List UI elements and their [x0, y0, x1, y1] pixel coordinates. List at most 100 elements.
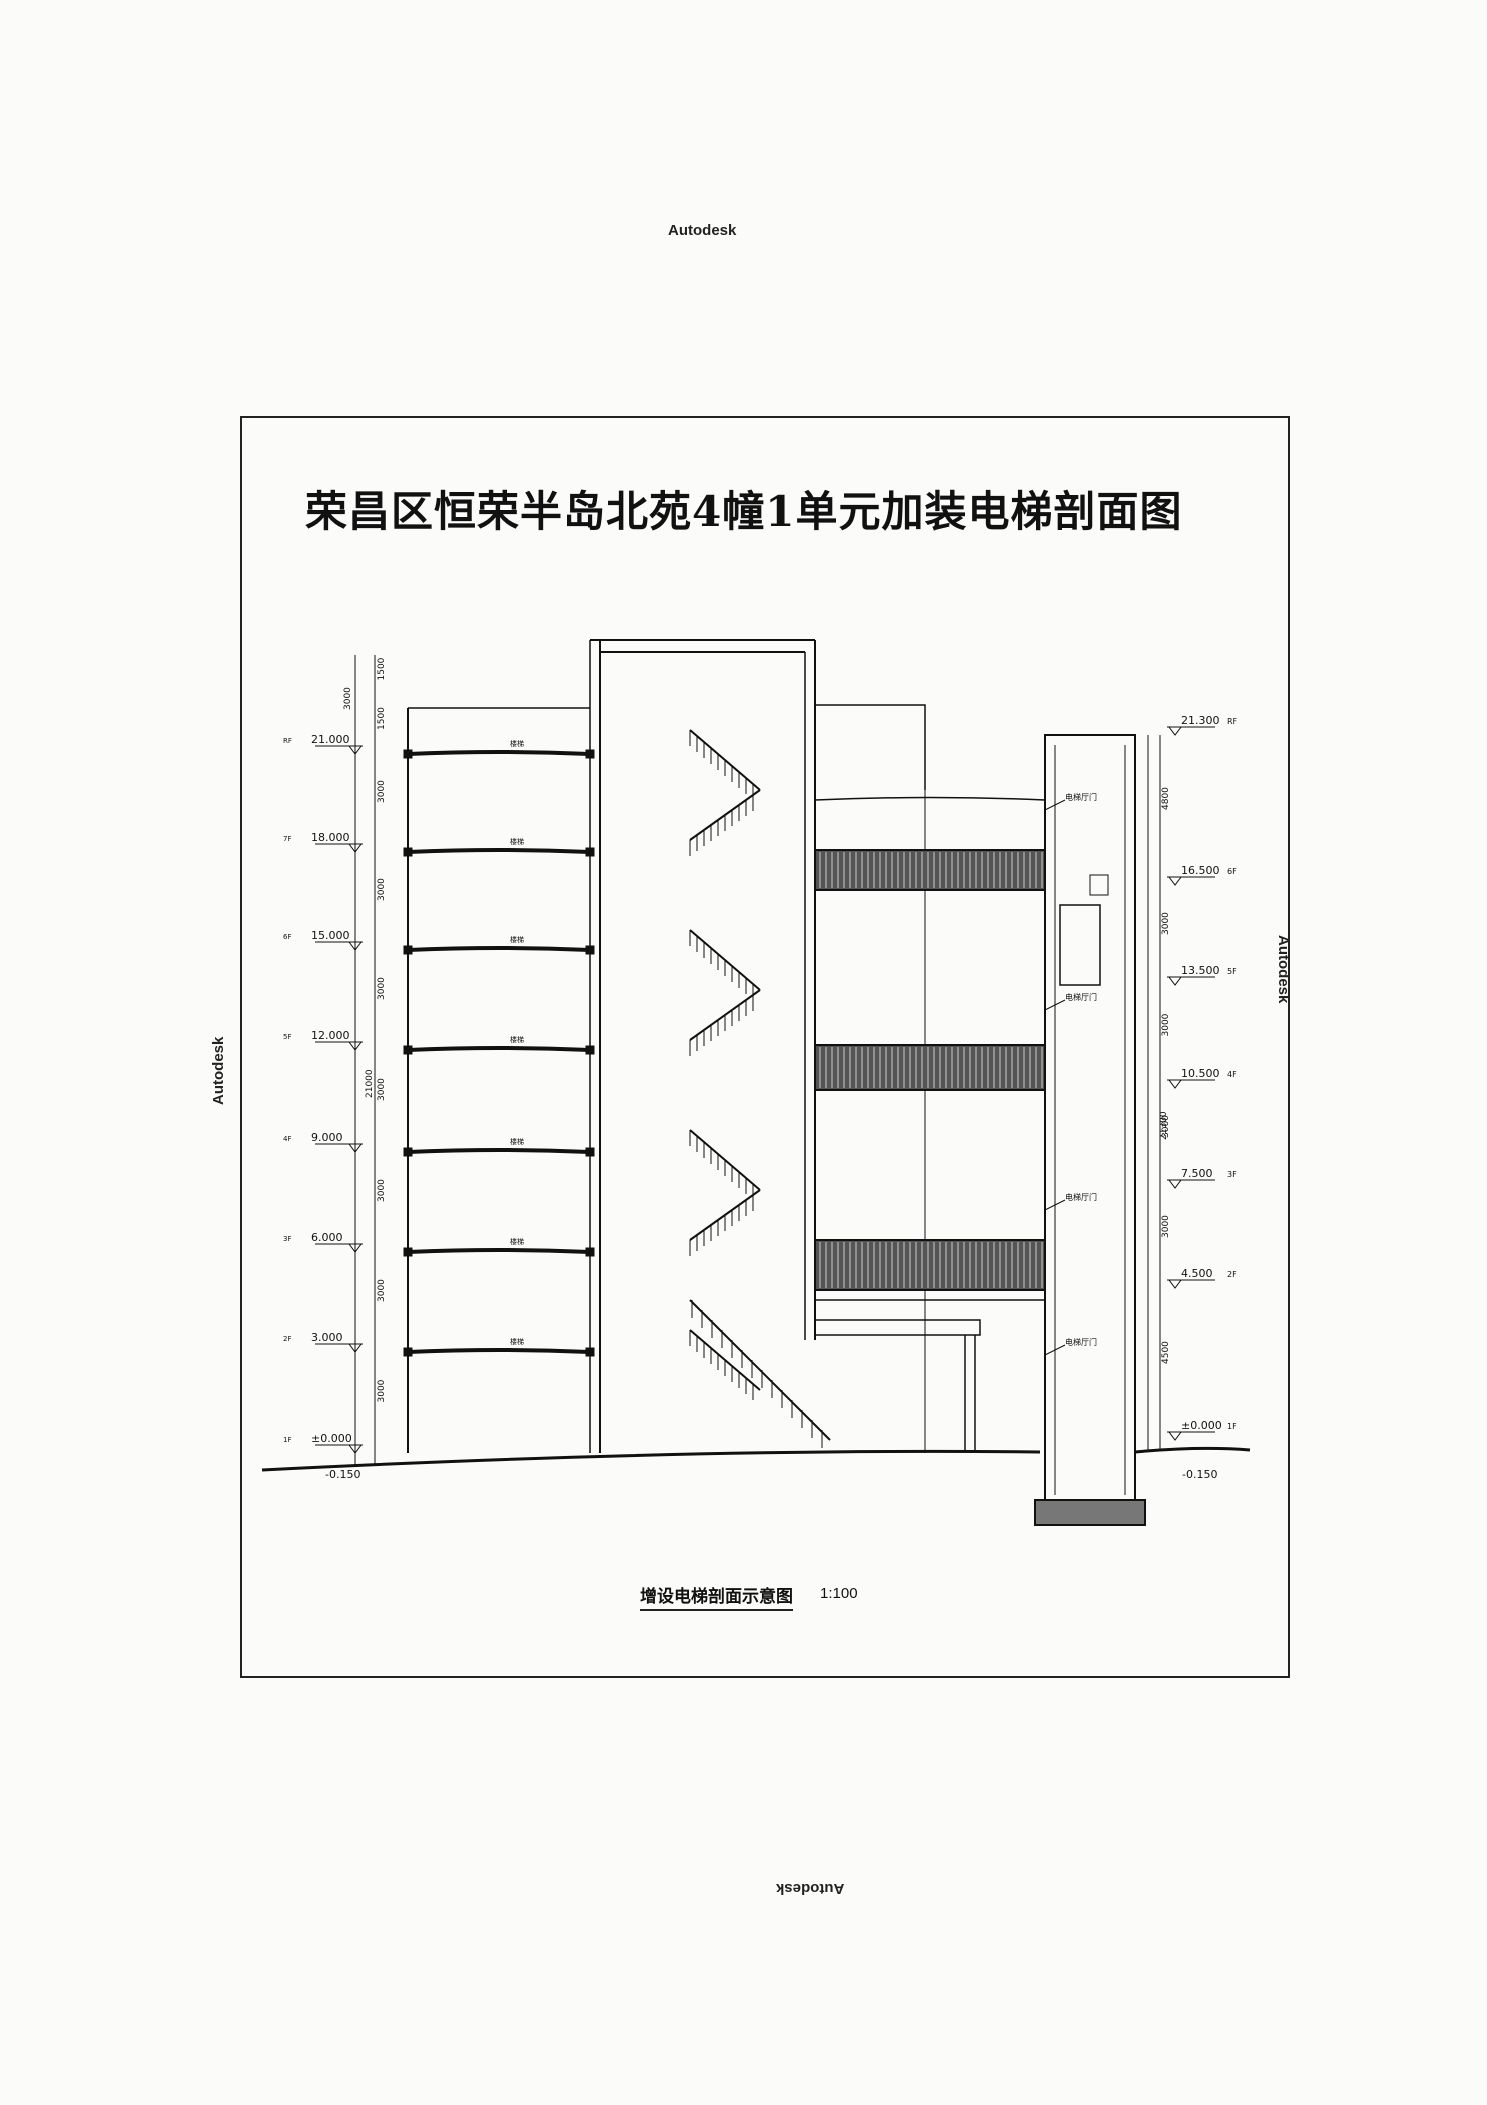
floor-slab: [407, 946, 591, 952]
floor-slab: [407, 1148, 591, 1154]
elevator-door-tag: 电梯厅门: [1044, 1337, 1097, 1356]
drawing-frame: [240, 416, 1290, 1678]
right-level-marker: 10.500 4F: [1167, 1067, 1237, 1089]
slab-joint: [403, 1247, 413, 1257]
elevator-car: [1059, 904, 1101, 986]
left-dimension: 3000: [377, 1179, 387, 1202]
level-triangle: [1168, 1431, 1182, 1441]
level-tag: 3F: [1227, 1170, 1237, 1179]
left-dimension: 3000: [377, 1078, 387, 1101]
ground-line: [261, 1449, 1041, 1472]
level-tag: 2F: [283, 1335, 291, 1343]
slab-joint: [585, 847, 595, 857]
corridor-hatch: [814, 1239, 1046, 1291]
left-ground-elevation: -0.150: [325, 1468, 360, 1481]
stair-flight: [689, 729, 761, 800]
slab-joint: [585, 1347, 595, 1357]
stair-flight: [689, 789, 761, 856]
left-level-marker: 3.000 2F: [283, 1331, 363, 1353]
floor-slab: [407, 1046, 591, 1052]
slab-label: 楼梯: [510, 1237, 524, 1246]
left-dimension: 1500: [377, 657, 387, 680]
level-elevation: 16.500: [1181, 864, 1220, 877]
right-level-marker: 13.500 5F: [1167, 964, 1237, 986]
level-tag: 1F: [1227, 1422, 1237, 1431]
slab-label: 楼梯: [510, 935, 524, 944]
right-level-marker: 16.500 6F: [1167, 864, 1237, 886]
slab-joint: [585, 1247, 595, 1257]
slab-label: 楼梯: [510, 1137, 524, 1146]
slab-joint: [403, 1147, 413, 1157]
level-tag: 4F: [283, 1135, 291, 1143]
left-level-marker: ±0.000 1F: [283, 1432, 363, 1454]
left-dimension: 3000: [377, 780, 387, 803]
level-tag: 5F: [1227, 967, 1237, 976]
level-tag: RF: [283, 737, 292, 745]
level-elevation: 18.000: [311, 831, 350, 844]
level-elevation: 7.500: [1181, 1167, 1213, 1180]
stair-roof: [590, 639, 815, 653]
right-dimension: 3000: [1161, 912, 1171, 935]
floor-slab: [407, 1348, 591, 1354]
level-tag: 2F: [1227, 1270, 1237, 1279]
left-dimension: 3000: [377, 1379, 387, 1402]
drawing-title: 荣昌区恒荣半岛北苑4幢1单元加装电梯剖面图: [305, 487, 1183, 536]
elevator-door-label: 电梯厅门: [1065, 992, 1097, 1002]
right-level-marker: 4.500 2F: [1167, 1267, 1237, 1289]
right-dimension: 3000: [1161, 1013, 1171, 1036]
level-elevation: 3.000: [311, 1331, 343, 1344]
canopy: [814, 1319, 981, 1336]
slab-label: 楼梯: [510, 1337, 524, 1346]
level-tag: RF: [1227, 717, 1238, 726]
slab-joint: [585, 749, 595, 759]
corridor-hatch: [814, 849, 1046, 891]
elevator-door-label: 电梯厅门: [1065, 792, 1097, 802]
slab-joint: [403, 1347, 413, 1357]
level-elevation: 10.500: [1181, 1067, 1220, 1080]
slab-joint: [585, 945, 595, 955]
stair-flight: [689, 929, 761, 1000]
slab-joint: [403, 945, 413, 955]
slab-joint: [403, 749, 413, 759]
left-dimension: 3000: [377, 977, 387, 1000]
slab-joint: [585, 1045, 595, 1055]
level-elevation: 15.000: [311, 929, 350, 942]
level-elevation: 13.500: [1181, 964, 1220, 977]
level-elevation: 4.500: [1181, 1267, 1213, 1280]
slab-joint: [403, 1045, 413, 1055]
level-tag: 1F: [283, 1436, 291, 1444]
left-level-marker: 9.000 4F: [283, 1131, 363, 1153]
right-dimension: 3000: [1161, 1115, 1171, 1138]
drawing-scale: 1:100: [820, 1585, 858, 1602]
left-dimension: 3000: [377, 878, 387, 901]
level-elevation: 21.300: [1181, 714, 1220, 727]
shaft-pit: [1034, 1499, 1146, 1526]
left-level-marker: 21.000 RF: [283, 733, 363, 755]
level-elevation: 21.000: [311, 733, 350, 746]
corridor-hatch: [814, 1044, 1046, 1091]
staircase: [689, 729, 831, 1448]
level-elevation: 9.000: [311, 1131, 343, 1144]
left-top-dimension: 3000: [343, 687, 353, 710]
floor-slab: [407, 1248, 591, 1254]
left-dimension: 1500: [377, 707, 387, 730]
elevator-motor: [1089, 874, 1109, 896]
right-level-marker: 7.500 3F: [1167, 1167, 1237, 1189]
level-tag: 6F: [1227, 867, 1237, 876]
level-tag: 4F: [1227, 1070, 1237, 1079]
right-total-dimension: 21300: [1159, 1111, 1169, 1140]
level-elevation: ±0.000: [311, 1432, 352, 1445]
slab-label: 楼梯: [510, 739, 524, 748]
slab-joint: [403, 847, 413, 857]
